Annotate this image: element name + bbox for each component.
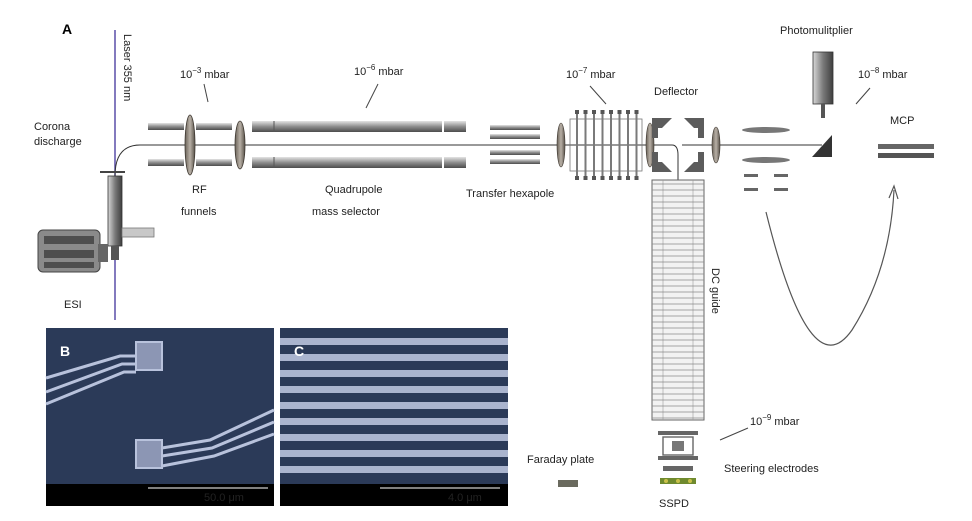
trap-electrode-cap [626, 110, 630, 114]
trap-electrode-cap [592, 176, 596, 180]
panel-label-b: B [60, 343, 70, 359]
trap-electrode-cap [609, 176, 613, 180]
esi-label: ESI [64, 299, 82, 311]
trap-electrode-cap [592, 110, 596, 114]
scalebar-c: 4.0 μm [448, 492, 482, 504]
deflector-label: Deflector [654, 86, 698, 98]
trap-electrode-cap [626, 176, 630, 180]
nanowire-strip [280, 354, 508, 361]
steering-label: Steering electrodes [724, 463, 819, 475]
hexapole-label: Transfer hexapole [466, 188, 554, 200]
trap-electrode-cap [609, 110, 613, 114]
dc-guide-label: DC guide [709, 268, 721, 314]
photomultiplier [812, 51, 834, 157]
trap-electrode-cap [575, 110, 579, 114]
pressure-1-arrow [203, 83, 209, 103]
nanowire-strip [280, 418, 508, 425]
trap-electrode [618, 112, 621, 178]
transfer-hexapole [490, 125, 540, 164]
deflector [652, 118, 721, 172]
quadrupole [252, 121, 466, 168]
laser-label: Laser 355 nm [121, 34, 133, 101]
sspd-chip [660, 478, 696, 484]
rotation-arrow [765, 189, 895, 346]
ion-beam-path [114, 144, 679, 420]
mcp-detector [878, 144, 934, 158]
ion-trap-stack [556, 110, 655, 180]
scalebar-b: 50.0 μm [204, 492, 244, 504]
quadrupole-label-line1: Quadrupole [325, 184, 383, 196]
trap-electrode-cap [600, 176, 605, 180]
panel-label-c: C [294, 343, 304, 359]
nanowire-strip [280, 338, 508, 345]
quadrupole-label-line2: mass selector [312, 206, 380, 218]
nanowire-strip [280, 466, 508, 473]
trap-electrode [584, 112, 587, 178]
trap-electrode [627, 112, 629, 178]
trap-electrode-cap [634, 176, 639, 180]
pressure-4-arrow [855, 87, 871, 105]
trap-electrode-cap [583, 176, 588, 180]
trap-electrode-cap [583, 110, 588, 114]
faraday-plate [558, 480, 578, 487]
sspd-label: SSPD [659, 498, 689, 510]
trap-electrode-cap [617, 110, 622, 114]
trap-electrode-cap [575, 176, 579, 180]
esi-source [37, 175, 155, 273]
panel-label-a: A [62, 21, 72, 37]
nanowire-strip [280, 386, 508, 393]
dc-guide [651, 179, 705, 421]
trap-electrode-cap [600, 110, 605, 114]
rf-funnels [148, 114, 246, 176]
nanowire-strip [280, 434, 508, 441]
nanowire-strip [280, 370, 508, 377]
corona-label-line1: Corona [34, 121, 71, 133]
rf-label-line2: funnels [181, 206, 217, 218]
einzel-lenses [742, 127, 790, 191]
photomultiplier-label: Photomulitplier [780, 25, 853, 37]
pressure-5-arrow [719, 427, 749, 441]
rotation-arrowhead [888, 184, 899, 200]
faraday-label: Faraday plate [527, 454, 594, 466]
nanowire-strip [280, 450, 508, 457]
mcp-label: MCP [890, 115, 914, 127]
trap-electrode [601, 112, 604, 178]
trap-electrode-cap [634, 110, 639, 114]
nanowire-strip [280, 402, 508, 409]
rf-label-line1: RF [192, 184, 207, 196]
trap-electrode-cap [617, 176, 622, 180]
micrograph-c [280, 328, 508, 506]
pressure-3-arrow [589, 85, 607, 105]
trap-electrode [576, 112, 578, 178]
corona-label-line2: discharge [34, 136, 82, 148]
trap-electrode [635, 112, 638, 178]
steering-electrodes [658, 431, 698, 471]
trap-electrode [593, 112, 595, 178]
trap-electrode [610, 112, 612, 178]
micrograph-b [45, 328, 275, 506]
pressure-2-arrow [365, 83, 379, 109]
